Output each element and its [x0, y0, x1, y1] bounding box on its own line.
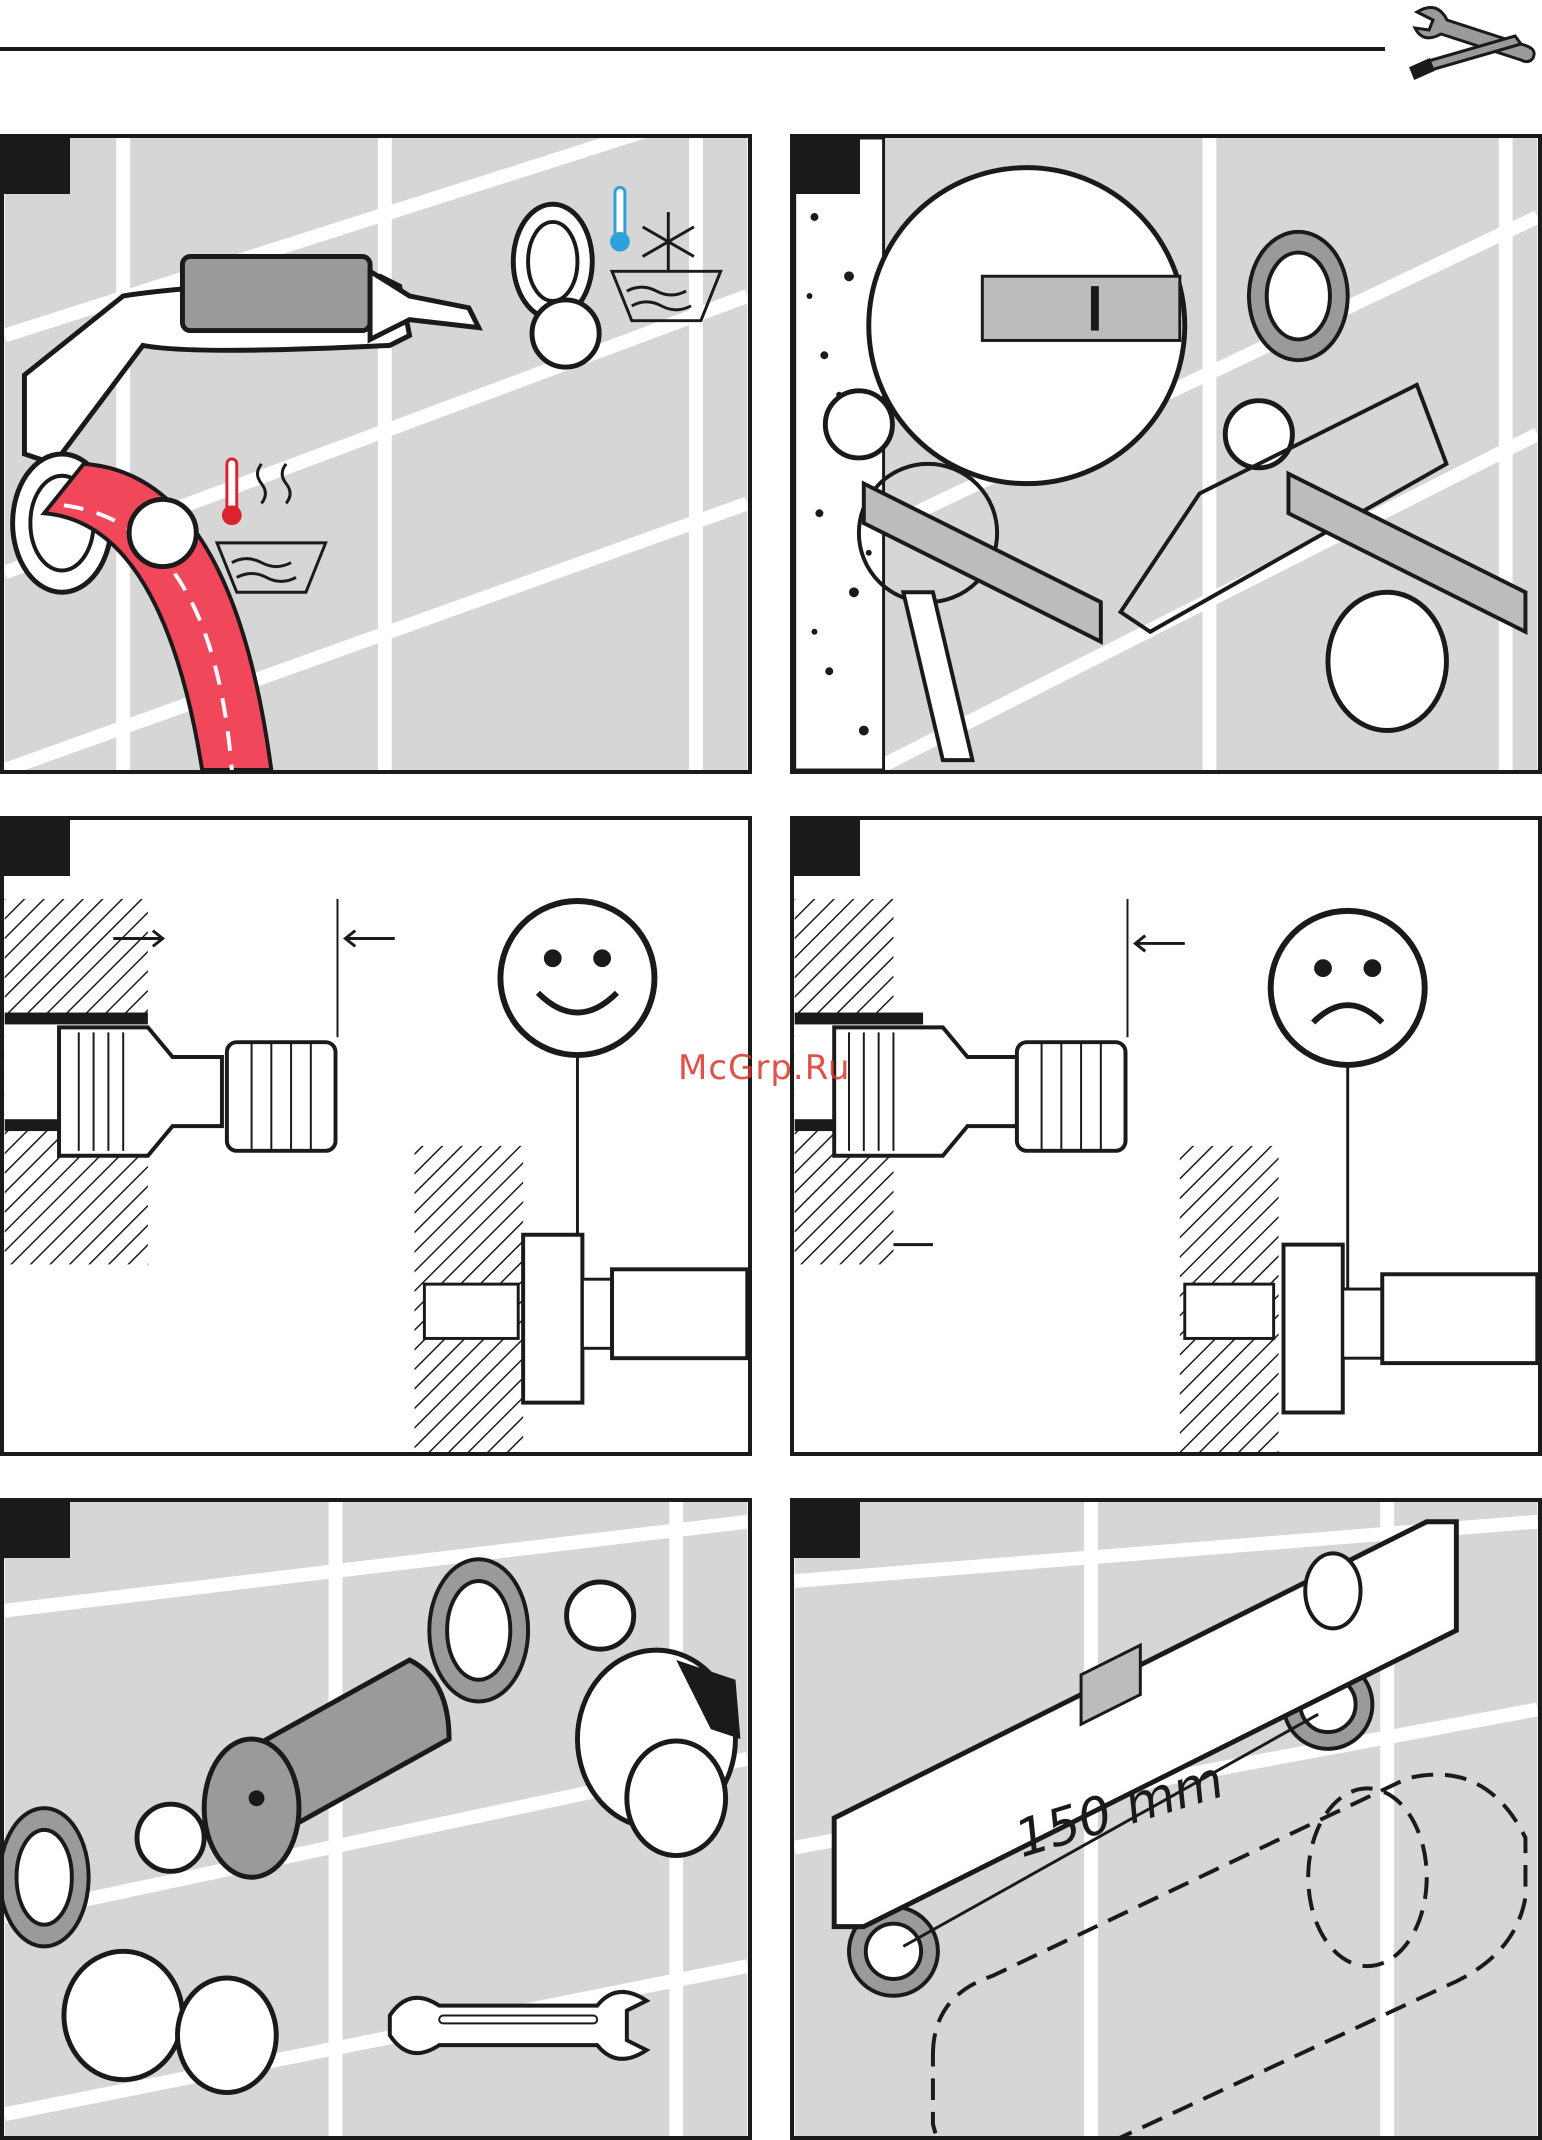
wrench-screwdriver-icon [1405, 2, 1540, 97]
step-panel-1 [0, 134, 752, 774]
step-number-badge [794, 138, 860, 194]
step-number-badge [4, 138, 70, 194]
header-rule [0, 47, 1385, 51]
step-panel-3 [0, 816, 752, 1456]
step-panel-6: 150 mm [790, 1498, 1542, 2140]
step-number-badge [794, 820, 860, 876]
step-number-badge [4, 820, 70, 876]
step-panel-4 [790, 816, 1542, 1456]
step-number-badge [4, 1502, 70, 1558]
step-panel-5 [0, 1498, 752, 2140]
step-panel-2 [790, 134, 1542, 774]
watermark-text: McGrp.Ru [678, 1048, 850, 1088]
step-number-badge [794, 1502, 860, 1558]
